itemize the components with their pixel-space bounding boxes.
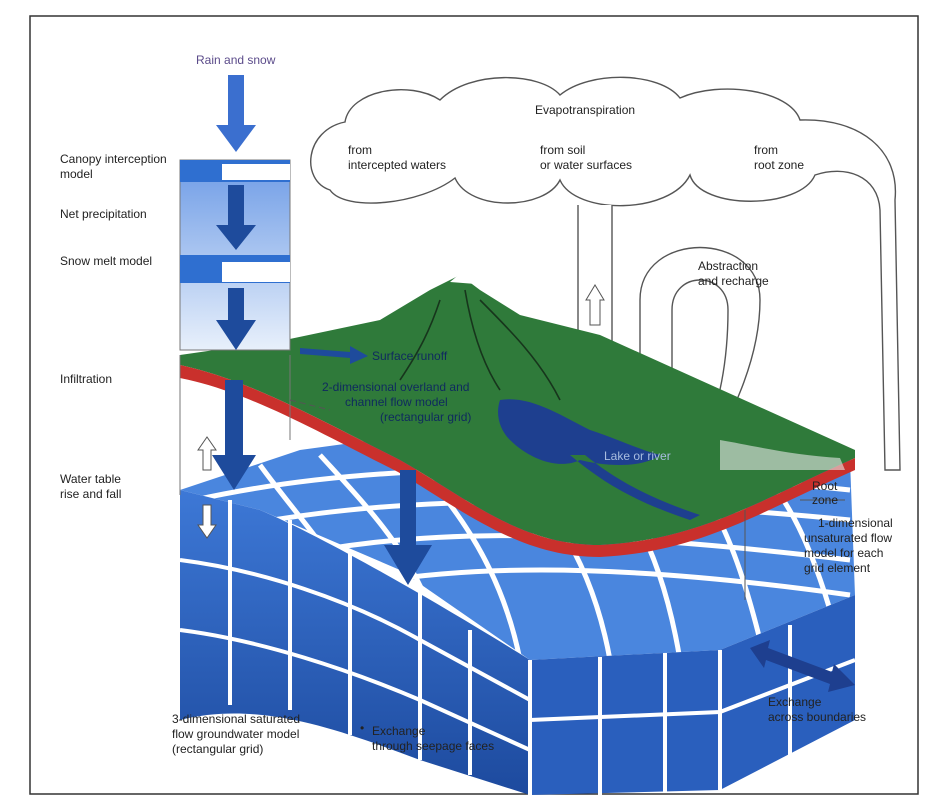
from-soil-label-2: or water surfaces (540, 158, 632, 172)
abstraction-label-2: and recharge (698, 274, 769, 288)
water-table-label-1: Water table (60, 472, 121, 486)
infiltration-label: Infiltration (60, 372, 112, 386)
down-arrows (212, 75, 432, 585)
from-root-label-1: from (754, 143, 778, 157)
net-precipitation-label: Net precipitation (60, 207, 147, 221)
groundwater-label-3: (rectangular grid) (172, 742, 263, 756)
boundary-exchange-arrow (750, 640, 855, 692)
unsaturated-label-2: unsaturated flow (804, 531, 892, 545)
lake-river (498, 399, 700, 520)
snow-melt-label: Snow melt model (60, 254, 152, 268)
canopy-label-1: Canopy interception (60, 152, 167, 166)
from-intercepted-label-1: from (348, 143, 372, 157)
lake-label: Lake or river (604, 449, 671, 463)
boundary-label-1: Exchange (768, 695, 822, 709)
evapotranspiration-cloud (310, 76, 901, 471)
terrain-surface (180, 272, 855, 557)
groundwater-label-2: flow groundwater model (172, 727, 299, 741)
boundary-label-2: across boundaries (768, 710, 866, 724)
root-zone-label-2: zone (812, 493, 838, 507)
evapotranspiration-label: Evapotranspiration (535, 103, 635, 117)
groundwater-block-front (179, 490, 856, 795)
overland-label-2: channel flow model (345, 395, 448, 409)
canopy-label-2: model (60, 167, 93, 181)
water-table-arrows (197, 436, 217, 539)
root-zone-label-1: Root (812, 479, 838, 493)
seepage-bullet: • (360, 721, 364, 735)
overland-label-3: (rectangular grid) (380, 410, 471, 424)
seepage-label-1: Exchange (372, 724, 426, 738)
surface-runoff-arrow (300, 346, 368, 364)
abstraction-label-1: Abstraction (698, 259, 758, 273)
from-root-label-2: root zone (754, 158, 804, 172)
from-intercepted-label-2: intercepted waters (348, 158, 446, 172)
groundwater-label-1: 3-dimensional saturated (172, 712, 300, 726)
surface-runoff-label: Surface runoff (372, 349, 448, 363)
seepage-label-2: through seepage faces (372, 739, 494, 753)
overland-label-1: 2-dimensional overland and (322, 380, 469, 394)
unsaturated-zone-lines (289, 399, 845, 600)
rain-snow-label: Rain and snow (196, 53, 276, 67)
unsaturated-label-1: 1-dimensional (818, 516, 893, 530)
water-table-label-2: rise and fall (60, 487, 121, 501)
unsaturated-label-4: grid element (804, 561, 871, 575)
from-soil-label-1: from soil (540, 143, 585, 157)
unsaturated-label-3: model for each (804, 546, 883, 560)
